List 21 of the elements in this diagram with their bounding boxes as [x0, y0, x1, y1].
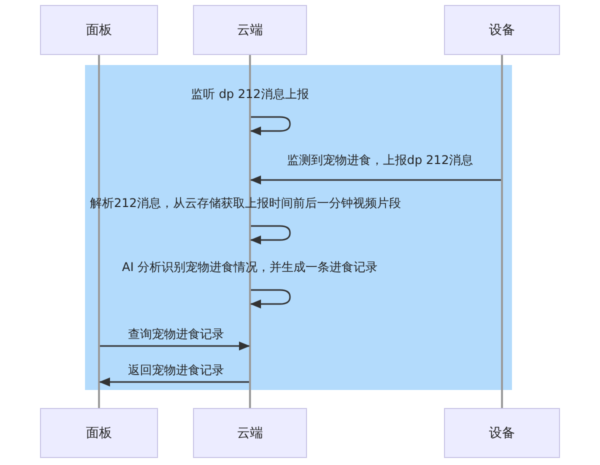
participant-box: 面板: [40, 408, 158, 458]
message-label: 监测到宠物进食，上报dp 212消息: [287, 152, 473, 169]
message-label: 返回宠物进食记录: [128, 362, 224, 379]
participant-box: 设备: [444, 5, 560, 55]
message-arrow: [98, 378, 249, 386]
message-label: 监听 dp 212消息上报: [191, 86, 309, 103]
message-label: 解析212消息，从云存储获取上报时间前后一分钟视频片段: [90, 195, 401, 212]
self-message-arrow: [250, 289, 291, 308]
participant-box: 面板: [40, 5, 158, 55]
self-message-arrow: [250, 116, 291, 136]
lifeline: [501, 55, 503, 408]
self-message-arrow: [250, 225, 291, 244]
participant-box: 云端: [193, 5, 307, 55]
lifeline: [98, 55, 100, 408]
message-arrow: [250, 176, 501, 184]
participant-box: 云端: [193, 408, 307, 458]
message-label: 查询宠物进食记录: [128, 326, 224, 343]
participant-box: 设备: [444, 408, 560, 458]
lifeline: [249, 55, 251, 408]
message-label: AI 分析识别宠物进食情况，并生成一条进食记录: [122, 259, 378, 276]
message-arrow: [100, 342, 250, 350]
